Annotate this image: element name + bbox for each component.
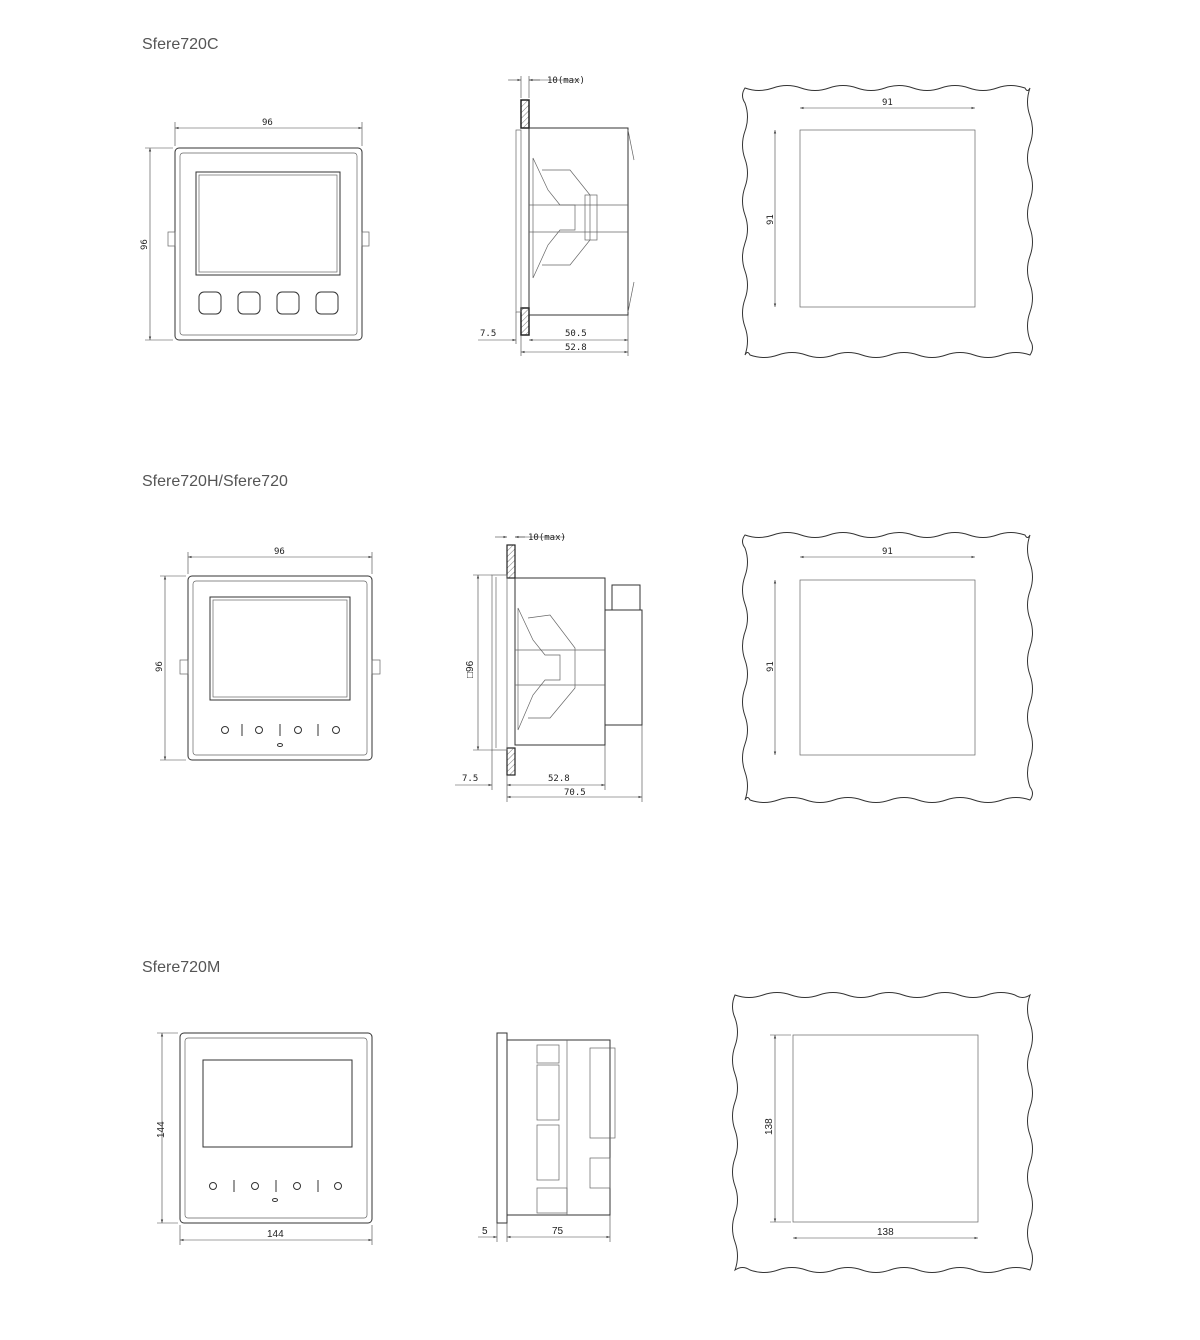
dim-cutout-width: 91: [882, 98, 893, 108]
dim-depth-total: 52.8: [565, 343, 587, 353]
dim-front-width: 96: [274, 547, 285, 557]
dim-bezel: 7.5: [462, 774, 478, 784]
panel-cutout-720c: [742, 85, 1033, 358]
dim-square: □96: [465, 660, 476, 678]
model-title-sfere720h: Sfere720H/Sfere720: [142, 473, 288, 490]
dim-bezel: 7.5: [480, 329, 496, 339]
dim-cutout-width: 91: [882, 547, 893, 557]
dim-front-width: 144: [267, 1229, 284, 1240]
panel-cutout-720h: [742, 532, 1033, 803]
dim-cutout-height: 91: [766, 661, 776, 672]
panel-cutout-720m: [732, 992, 1033, 1273]
dim-depth-inner: 50.5: [565, 329, 587, 339]
dim-panel-thickness: 10(max): [547, 76, 585, 86]
dim-front-height: 96: [140, 239, 150, 250]
side-view-720h: [455, 535, 643, 802]
dim-depth-total: 75: [552, 1226, 564, 1237]
front-view-720h: [160, 552, 381, 761]
dim-bezel: 5: [482, 1226, 488, 1237]
dim-depth-total: 70.5: [564, 788, 586, 798]
side-view-720c: [478, 76, 635, 356]
dim-depth-inner: 52.8: [548, 774, 570, 784]
dim-cutout-width: 138: [877, 1227, 894, 1238]
dim-panel-thickness: 10(max): [528, 533, 566, 543]
dim-cutout-height: 91: [766, 214, 776, 225]
dim-front-width: 96: [262, 118, 273, 128]
dim-front-height: 144: [156, 1121, 167, 1138]
dim-cutout-height: 138: [764, 1118, 775, 1135]
side-view-720m: [478, 1032, 616, 1242]
front-view-720c: [145, 122, 370, 341]
front-view-720m: [157, 1032, 373, 1245]
model-title-sfere720c: Sfere720C: [142, 36, 219, 53]
model-title-sfere720m: Sfere720M: [142, 959, 221, 976]
dim-front-height: 96: [155, 661, 165, 672]
